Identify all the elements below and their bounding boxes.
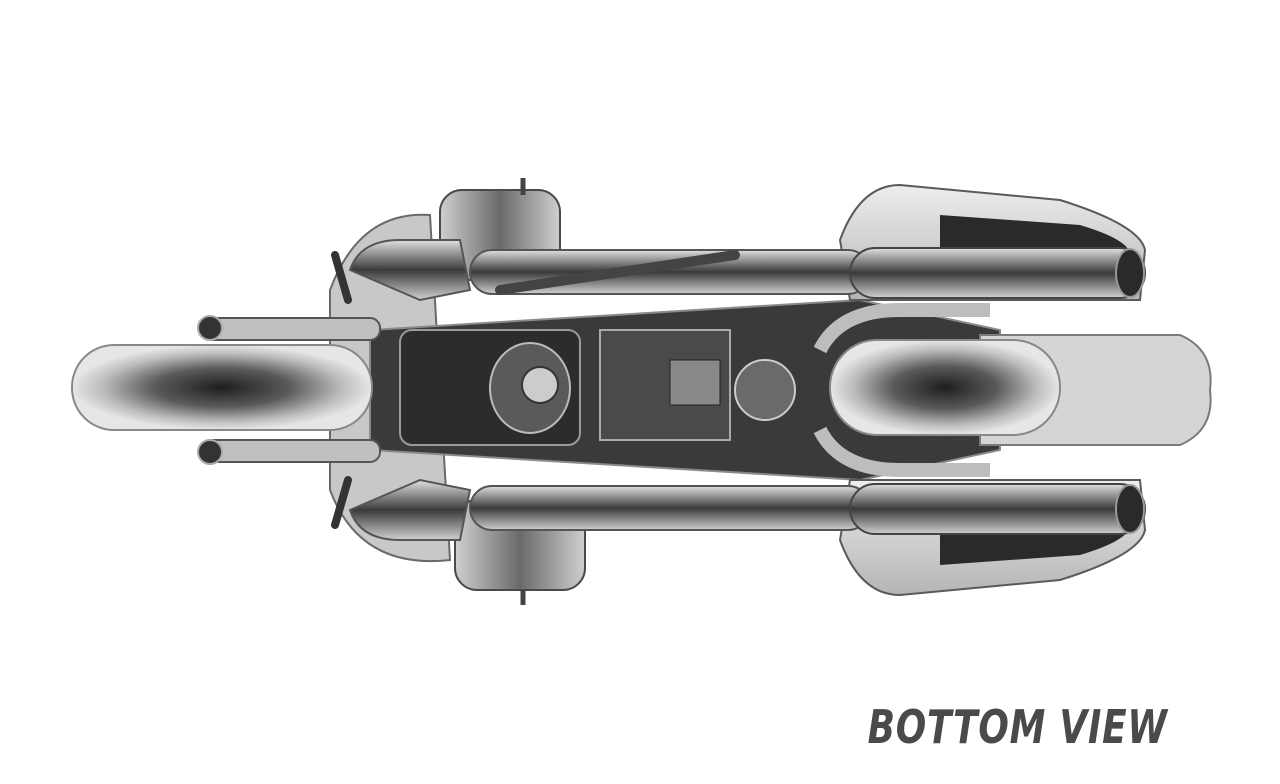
muffler-bottom-tip xyxy=(1115,484,1145,534)
gearbox-grille xyxy=(669,359,721,406)
exhaust-header-top xyxy=(348,239,472,302)
foot-lever-top xyxy=(495,250,740,295)
mirror-bottom xyxy=(331,476,352,529)
bottom-view-caption: BOTTOM VIEW xyxy=(867,700,1168,754)
rear-frame-loop-bottom xyxy=(813,426,990,477)
brake-caliper-bottom xyxy=(197,439,223,465)
mirror-top xyxy=(331,251,352,304)
crank-cover xyxy=(521,366,559,404)
exhaust-pipe-bottom xyxy=(469,485,871,531)
muffler-top xyxy=(849,247,1146,299)
muffler-top-tip xyxy=(1115,248,1145,298)
final-drive xyxy=(734,359,796,421)
rear-tire xyxy=(829,339,1061,436)
brake-caliper-top xyxy=(197,315,223,341)
rear-frame-loop-top xyxy=(813,303,990,354)
front-fork-bottom xyxy=(199,439,381,463)
exhaust-header-bottom xyxy=(348,478,472,541)
muffler-bottom xyxy=(849,483,1146,535)
front-tire xyxy=(71,344,373,431)
front-fork-top xyxy=(199,317,381,341)
